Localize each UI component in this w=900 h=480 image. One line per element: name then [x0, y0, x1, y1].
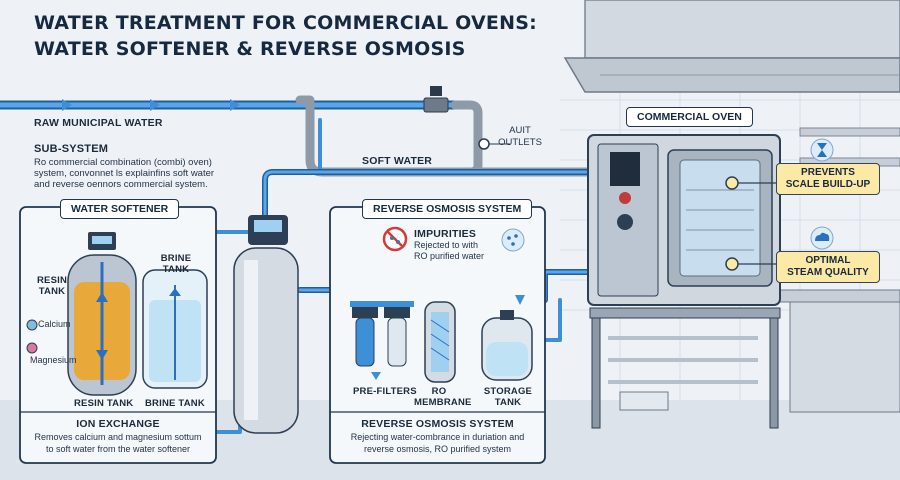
- subsystem-heading: SUB-SYSTEM: [34, 143, 109, 155]
- oven-heading: COMMERCIAL OVEN: [626, 107, 753, 127]
- subsystem-text-2: system, convonnet ls explainfins soft wa…: [34, 168, 215, 179]
- steam-callout-1: OPTIMAL: [805, 255, 851, 266]
- no-impurities-icon: [382, 226, 408, 252]
- magnesium-label: Magnesium: [30, 355, 77, 365]
- exhaust-hood: [563, 0, 900, 93]
- magnesium-ion: [26, 342, 38, 354]
- calcium-ion: [26, 319, 38, 331]
- impurities-text-1: Rejected to with: [414, 240, 479, 250]
- resin-tank-label: RESIN TANK: [34, 275, 70, 297]
- brine-tank-label: BRINE TANK: [150, 253, 202, 275]
- calcium-label: Calcium: [38, 319, 71, 329]
- ion-exchange-title: ION EXCHANGE: [76, 418, 160, 430]
- ro-membrane: [424, 301, 456, 383]
- scale-callout-2: SCALE BUILD-UP: [785, 179, 871, 190]
- storage-label: STORAGE TANK: [480, 386, 536, 408]
- ro-footer-title: REVERSE OSMOSIS SYSTEM: [361, 418, 514, 430]
- storage-tank: [481, 310, 533, 381]
- impurities-title: IMPURITIES: [414, 228, 477, 240]
- title-line-2: WATER SOFTENER & REVERSE OSMOSIS: [34, 38, 466, 60]
- brine-tank-label-1: BRINE: [160, 253, 192, 264]
- scale-callout: PREVENTS SCALE BUILD-UP: [776, 163, 880, 195]
- membrane-label: RO MEMBRANE: [414, 386, 472, 408]
- outlets-label: AUIT OUTLETS: [496, 125, 544, 149]
- title-line-1: WATER TREATMENT FOR COMMERCIAL OVENS:: [34, 12, 537, 34]
- counter: [779, 289, 900, 303]
- storage-label-1: STORAGE: [483, 386, 533, 397]
- ro-footer-text-2: reverse osmosis, RO purified system: [363, 444, 512, 454]
- impurities-text-2: RO purified water: [414, 251, 485, 261]
- brine-tank: [142, 269, 208, 389]
- subsystem-text-3: and reverse oennors commercial system.: [34, 179, 208, 190]
- prefilters-label: PRE-FILTERS: [353, 386, 417, 397]
- softener-heading: WATER SOFTENER: [60, 199, 180, 219]
- pre-filters: [350, 301, 414, 367]
- flow-arrow: [371, 372, 381, 380]
- scale-callout-1: PREVENTS: [801, 167, 855, 178]
- hourglass-icon: [810, 138, 834, 162]
- soft-water-label: SOFT WATER: [362, 155, 433, 167]
- gauge-icon: [478, 138, 510, 150]
- resin-tank-label-2: TANK: [38, 286, 66, 297]
- resin-tank: [67, 232, 137, 396]
- membrane-label-1: RO: [431, 386, 447, 397]
- outlets-label-1: AUIT: [509, 125, 531, 136]
- subsystem-text-1: Ro commercial combination (combi) oven): [34, 157, 212, 168]
- steam-callout: OPTIMAL STEAM QUALITY: [776, 251, 880, 283]
- brine-tank-label-2: TANK: [162, 264, 190, 275]
- ion-exchange-text-1: Removes calcium and magnesium sottum: [34, 432, 202, 442]
- counter-cabinet: [789, 301, 900, 413]
- resin-tank-bottom-label: RESIN TANK: [74, 398, 134, 409]
- commercial-oven: [587, 134, 781, 306]
- outlets-label-2: OUTLETS: [498, 137, 542, 148]
- ro-footer-text-1: Rejecting water-combrance in duriation a…: [350, 432, 525, 442]
- resin-tank-label-1: RESIN: [36, 275, 68, 286]
- ion-exchange-text-2: to soft water from the water softener: [45, 444, 191, 454]
- oven-stand: [589, 307, 781, 429]
- flow-arrow: [515, 295, 525, 305]
- softener-cabinet: [233, 215, 299, 434]
- valve: [423, 86, 449, 113]
- purified-water-icon: [501, 228, 525, 252]
- steam-callout-2: STEAM QUALITY: [787, 267, 869, 278]
- raw-water-label: RAW MUNICIPAL WATER: [34, 117, 163, 129]
- wall-shelf: [799, 127, 900, 137]
- membrane-label-2: MEMBRANE: [414, 397, 472, 408]
- cloud-steam-icon: [810, 226, 834, 250]
- brine-tank-bottom-label: BRINE TANK: [145, 398, 205, 409]
- ro-heading: REVERSE OSMOSIS SYSTEM: [362, 199, 533, 219]
- storage-label-2: TANK: [494, 397, 522, 408]
